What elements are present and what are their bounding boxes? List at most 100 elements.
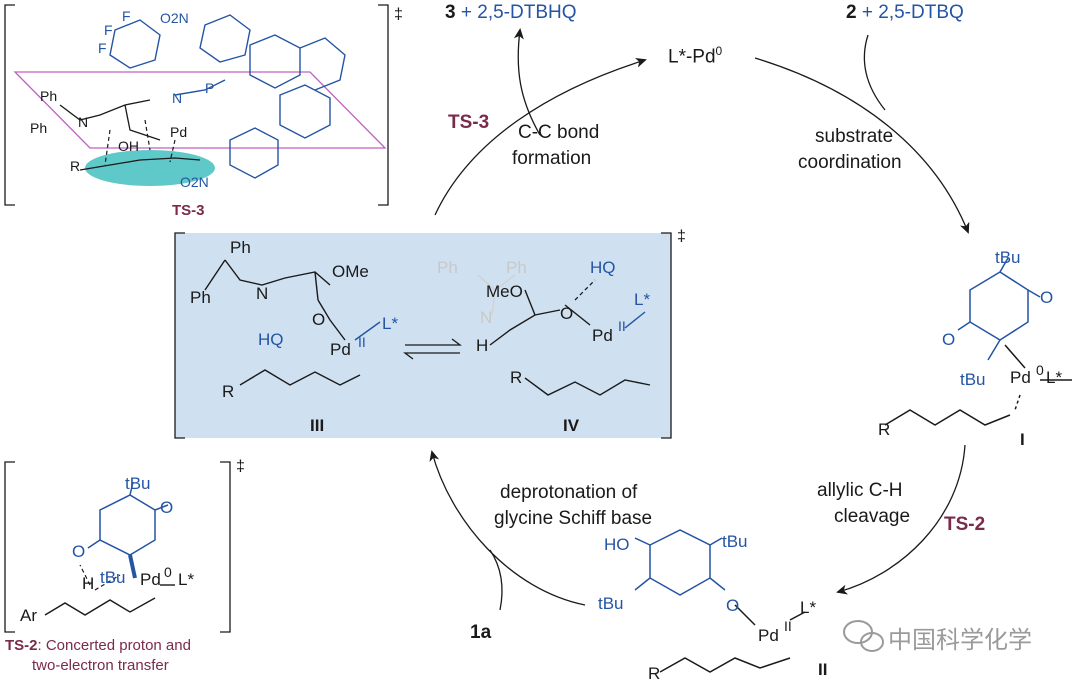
atom-III-pd-ox: II bbox=[358, 334, 366, 350]
catalyst-ox: 0 bbox=[715, 44, 723, 58]
atom-IV-n: N bbox=[480, 308, 493, 327]
atom-ts3-n: N bbox=[172, 90, 183, 106]
reagent-dtbq: 2,5-DTBQ bbox=[878, 2, 964, 23]
structure-III bbox=[204, 259, 361, 386]
atom-III-ome: OMe bbox=[332, 262, 369, 281]
step-deprot-line1: deprotonation of bbox=[500, 482, 638, 503]
plus-sign: + bbox=[460, 2, 472, 23]
reagent-dtbhq: 2,5-DTBHQ bbox=[477, 2, 577, 23]
ts3-blue-ligand bbox=[109, 14, 346, 179]
catalyst-text: L*-Pd bbox=[668, 46, 716, 68]
equilibrium-arrows bbox=[403, 338, 462, 360]
atom-IV-o: O bbox=[560, 304, 574, 323]
atom-III-hq: HQ bbox=[258, 330, 284, 349]
structure-IV bbox=[489, 289, 651, 396]
reagent-label: 2 + 2,5-DTBQ bbox=[846, 2, 964, 24]
intermediate-IV: IV bbox=[563, 416, 580, 435]
ts2-quinone bbox=[87, 481, 169, 556]
catalyst-label: L*-Pd0 bbox=[668, 44, 722, 68]
atom-III-l: L* bbox=[382, 314, 399, 333]
structure-I bbox=[884, 257, 1072, 426]
atom-IV-hq: HQ bbox=[590, 258, 616, 277]
atom-III-ph2: Ph bbox=[190, 288, 211, 307]
atom-ts3-f3: F bbox=[98, 40, 107, 56]
atom-I-o1: O bbox=[1040, 288, 1054, 307]
ts3-dagger: ‡ bbox=[394, 6, 403, 23]
atom-ts2-pd: Pd bbox=[140, 570, 161, 589]
step-deprot-line2: glycine Schiff base bbox=[494, 508, 653, 529]
ts3-bracket-left bbox=[4, 4, 15, 206]
intermediate-II: II bbox=[818, 660, 828, 679]
atom-II-pd: Pd bbox=[758, 626, 779, 645]
atom-IV-h: H bbox=[476, 336, 489, 355]
product-label: 3 + 2,5-DTBHQ bbox=[445, 2, 577, 24]
arrow-cc-formation bbox=[434, 57, 647, 216]
atom-I-tbu2: tBu bbox=[960, 370, 986, 389]
atom-ts3-p: P bbox=[205, 80, 215, 96]
atom-III-pd: Pd bbox=[330, 340, 351, 359]
wechat-icon bbox=[843, 620, 884, 652]
plus-sign-2: + bbox=[861, 2, 873, 23]
atom-ts3-f1: F bbox=[122, 8, 131, 24]
ts3-bracket-right bbox=[378, 4, 389, 206]
atom-IV-l: L* bbox=[634, 290, 651, 309]
atom-IV-ph2: Ph bbox=[506, 258, 527, 277]
atom-ts3-f2: F bbox=[104, 22, 113, 38]
atom-ts2-pd-ox: 0 bbox=[164, 564, 172, 580]
atom-III-o: O bbox=[312, 310, 326, 329]
step-cc-line2: formation bbox=[512, 148, 592, 169]
ts3-panel-label: TS-3 bbox=[172, 202, 205, 219]
ts2-bracket-right bbox=[220, 461, 231, 633]
compound-3: 3 bbox=[445, 2, 456, 23]
atom-III-ph1: Ph bbox=[230, 238, 251, 257]
atom-IV-pd-ox: II bbox=[618, 318, 626, 334]
intermediate-III: III bbox=[310, 416, 325, 435]
atom-II-o: O bbox=[726, 596, 740, 615]
atom-ts2-l: L* bbox=[178, 570, 195, 589]
arrow-product-release bbox=[513, 28, 541, 136]
intermediate-I: I bbox=[1020, 430, 1025, 449]
atom-ts3-pd: Pd bbox=[170, 124, 188, 140]
atom-ts2-o1: O bbox=[160, 498, 174, 517]
atom-I-pd-ox: 0 bbox=[1036, 362, 1044, 378]
atom-III-n: N bbox=[256, 284, 269, 303]
center-dagger: ‡ bbox=[677, 228, 686, 245]
step-cc-line1: C-C bond bbox=[518, 122, 600, 143]
compound-2: 2 bbox=[846, 2, 857, 23]
atom-I-pd: Pd bbox=[1010, 368, 1031, 387]
atom-ts3-o2n-2: O2N bbox=[180, 174, 209, 190]
center-bracket-left bbox=[174, 232, 185, 439]
arrow-substrate-coordination bbox=[754, 57, 970, 234]
ts2-caption-line1: TS-2: Concerted proton and bbox=[5, 636, 191, 656]
arrow-reagent-in bbox=[863, 34, 886, 111]
atom-I-tbu1: tBu bbox=[995, 248, 1021, 267]
ts3-black-core bbox=[59, 99, 201, 171]
atom-II-l: L* bbox=[800, 598, 817, 617]
step-ch-line2: cleavage bbox=[834, 506, 911, 527]
atom-ts3-n2: N bbox=[78, 114, 89, 130]
arrow-1a-in bbox=[489, 549, 503, 611]
atom-IV-pd: Pd bbox=[592, 326, 613, 345]
structure-IV-faded bbox=[477, 274, 516, 316]
atom-II-tbu1: tBu bbox=[722, 532, 748, 551]
ts2-caption-ts: TS-2 bbox=[5, 637, 38, 654]
center-panel-bg bbox=[175, 233, 671, 438]
atom-ts3-r: R bbox=[70, 158, 81, 174]
atom-I-o2: O bbox=[942, 330, 956, 349]
ts2-caption-text: : Concerted proton and bbox=[37, 637, 191, 654]
atom-II-r: R bbox=[648, 664, 661, 683]
ts2-bracket-left bbox=[4, 461, 15, 633]
watermark-text: 中国科学化学 bbox=[888, 627, 1032, 654]
step-coord-line2: coordination bbox=[798, 152, 902, 173]
atom-III-r: R bbox=[222, 382, 235, 401]
atom-II-ho: HO bbox=[604, 535, 630, 554]
step-ts2-label: TS-2 bbox=[944, 514, 986, 535]
arrow-deprotonation bbox=[429, 450, 586, 606]
ts2-caption-line2: two-electron transfer bbox=[32, 657, 169, 674]
atom-ts2-tbu2: tBu bbox=[100, 568, 126, 587]
center-bracket-right bbox=[661, 232, 672, 439]
atom-IV-meo: MeO bbox=[486, 282, 523, 301]
step-coord-line1: substrate bbox=[815, 126, 894, 147]
structure-II bbox=[634, 529, 806, 673]
